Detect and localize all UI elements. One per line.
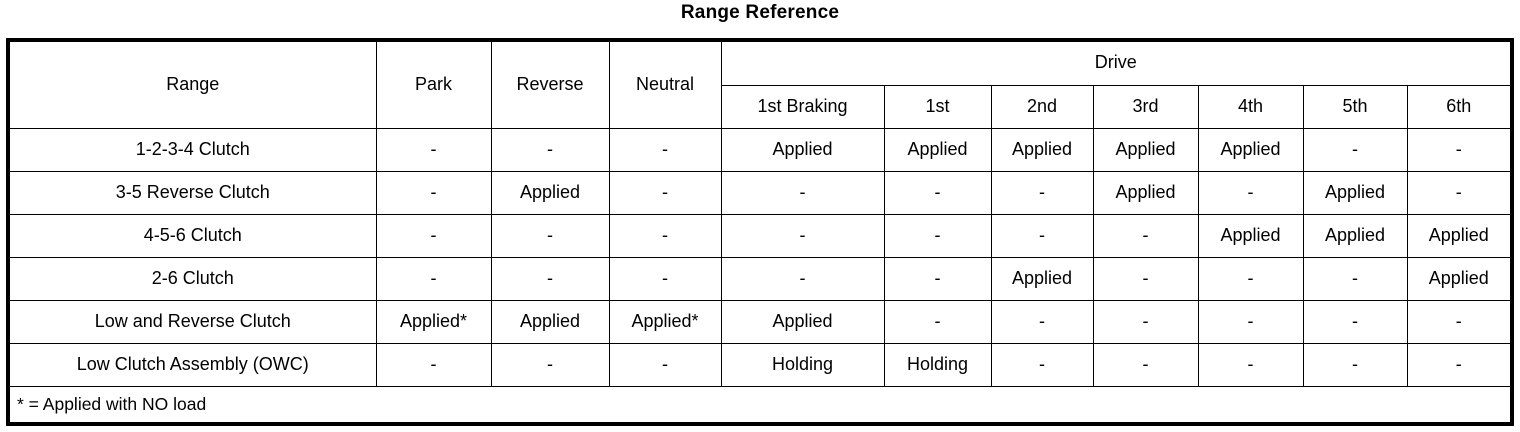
row-label: Low Clutch Assembly (OWC) [7, 343, 377, 387]
column-header-2nd: 2nd [990, 84, 1094, 129]
table-row: 3-5 Reverse Clutch - Applied - - - - App… [7, 171, 1513, 215]
cell-2nd: - [990, 343, 1094, 387]
cell-park: - [375, 257, 492, 301]
range-reference-table-container: Range Park Reverse Neutral Drive 1st Bra… [6, 38, 1514, 426]
column-header-5th: 5th [1302, 84, 1408, 129]
cell-6th: Applied [1406, 214, 1513, 258]
cell-reverse: - [490, 214, 610, 258]
cell-6th: - [1406, 128, 1513, 172]
cell-park: Applied* [375, 300, 492, 344]
cell-2nd: Applied [990, 128, 1094, 172]
column-header-3rd: 3rd [1092, 84, 1199, 129]
cell-6th: - [1406, 300, 1513, 344]
footnote-row: * = Applied with NO load [8, 386, 1512, 424]
column-header-4th: 4th [1197, 84, 1304, 129]
cell-2nd: - [990, 300, 1094, 344]
cell-3rd: Applied [1092, 171, 1199, 215]
table-header: Range Park Reverse Neutral Drive 1st Bra… [7, 39, 1513, 129]
cell-5th: Applied [1302, 171, 1408, 215]
cell-1st-braking: Holding [720, 343, 885, 387]
column-header-reverse: Reverse [490, 39, 610, 129]
cell-1st-braking: Applied [720, 300, 885, 344]
cell-park: - [375, 171, 492, 215]
cell-4th: Applied [1197, 214, 1304, 258]
header-row-sub: 1st Braking 1st 2nd 3rd 4th 5th 6th [8, 84, 1513, 129]
cell-reverse: - [490, 343, 610, 387]
row-label: 2-6 Clutch [7, 257, 377, 301]
cell-neutral: - [608, 343, 722, 387]
cell-reverse: Applied [490, 171, 610, 215]
cell-1st: - [883, 214, 992, 258]
table-row: Low Clutch Assembly (OWC) - - - Holding … [7, 343, 1513, 387]
cell-6th: - [1406, 171, 1513, 215]
cell-1st-braking: - [720, 257, 885, 301]
cell-4th: - [1197, 343, 1304, 387]
cell-1st: Applied [883, 128, 992, 172]
column-header-6th: 6th [1406, 84, 1513, 129]
cell-1st-braking: - [720, 214, 885, 258]
cell-neutral: - [608, 128, 722, 172]
footnote-text: * = Applied with NO load [8, 386, 1512, 424]
column-header-1st-braking: 1st Braking [720, 84, 885, 129]
cell-1st-braking: - [720, 171, 885, 215]
cell-neutral: Applied* [608, 300, 722, 344]
cell-1st: Holding [883, 343, 992, 387]
cell-3rd: - [1092, 257, 1199, 301]
cell-4th: - [1197, 257, 1304, 301]
cell-3rd: Applied [1092, 128, 1199, 172]
table-row: Low and Reverse Clutch Applied* Applied … [7, 300, 1513, 344]
cell-4th: - [1197, 171, 1304, 215]
row-label: 3-5 Reverse Clutch [7, 171, 377, 215]
header-row-group: Range Park Reverse Neutral Drive [7, 39, 1513, 129]
table-row: 4-5-6 Clutch - - - - - - - Applied Appli… [7, 214, 1513, 258]
cell-neutral: - [608, 171, 722, 215]
table-row: 1-2-3-4 Clutch - - - Applied Applied App… [7, 128, 1513, 172]
row-label: Low and Reverse Clutch [7, 300, 377, 344]
cell-5th: - [1302, 300, 1408, 344]
cell-6th: - [1406, 343, 1513, 387]
cell-4th: - [1197, 300, 1304, 344]
cell-6th: Applied [1406, 257, 1513, 301]
cell-park: - [375, 214, 492, 258]
cell-2nd: - [990, 171, 1094, 215]
cell-3rd: - [1092, 343, 1199, 387]
cell-reverse: - [490, 128, 610, 172]
cell-reverse: - [490, 257, 610, 301]
cell-park: - [375, 343, 492, 387]
cell-5th: - [1302, 343, 1408, 387]
cell-5th: - [1302, 128, 1408, 172]
column-group-header-drive: Drive [720, 39, 1513, 86]
table-row: 2-6 Clutch - - - - - Applied - - - Appli… [7, 257, 1513, 301]
cell-2nd: - [990, 214, 1094, 258]
cell-3rd: - [1092, 214, 1199, 258]
cell-1st: - [883, 171, 992, 215]
cell-1st-braking: Applied [720, 128, 885, 172]
column-header-neutral: Neutral [608, 39, 722, 129]
cell-reverse: Applied [490, 300, 610, 344]
cell-5th: - [1302, 257, 1408, 301]
cell-3rd: - [1092, 300, 1199, 344]
column-header-range: Range [7, 39, 377, 129]
cell-neutral: - [608, 257, 722, 301]
cell-1st: - [883, 257, 992, 301]
column-header-park: Park [375, 39, 492, 129]
row-label: 4-5-6 Clutch [7, 214, 377, 258]
table-body: 1-2-3-4 Clutch - - - Applied Applied App… [7, 128, 1513, 424]
page-title: Range Reference [680, 2, 840, 23]
range-reference-table: Range Park Reverse Neutral Drive 1st Bra… [6, 38, 1514, 426]
cell-5th: Applied [1302, 214, 1408, 258]
row-label: 1-2-3-4 Clutch [7, 128, 377, 172]
cell-4th: Applied [1197, 128, 1304, 172]
cell-1st: - [883, 300, 992, 344]
column-header-1st: 1st [883, 84, 992, 129]
cell-park: - [375, 128, 492, 172]
cell-2nd: Applied [990, 257, 1094, 301]
cell-neutral: - [608, 214, 722, 258]
